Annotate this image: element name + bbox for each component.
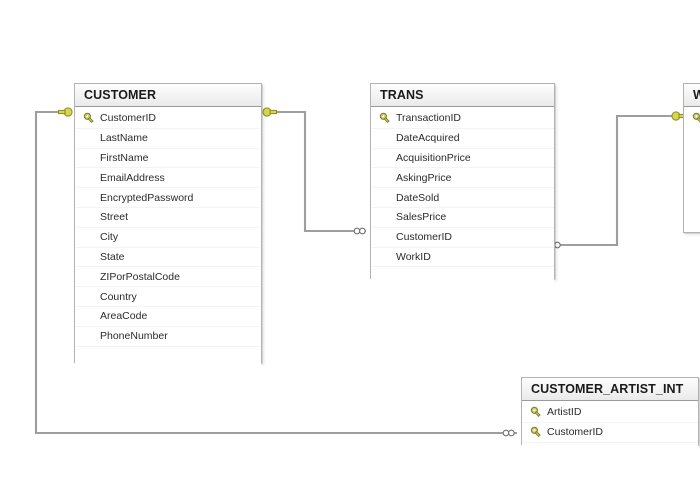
field-row[interactable]: FirstName (75, 149, 261, 169)
relationship-trans-work[interactable] (548, 111, 686, 249)
key-spacer (83, 250, 96, 263)
field-row[interactable]: CustomerID (371, 228, 554, 248)
primary-key-icon (692, 112, 700, 123)
key-spacer (379, 250, 392, 263)
field-row[interactable]: EncryptedPassword (75, 188, 261, 208)
field-name: WorkID (396, 250, 431, 263)
key-spacer (379, 151, 392, 164)
primary-key-icon (83, 112, 94, 123)
field-row[interactable] (684, 109, 700, 128)
field-row[interactable]: ZIPorPostalCode (75, 267, 261, 288)
field-name: LastName (100, 132, 148, 145)
field-row[interactable]: Country (75, 287, 261, 307)
field-row[interactable]: ArtistID (522, 403, 698, 423)
field-row[interactable]: Street (75, 208, 261, 228)
field-row[interactable]: CustomerID (522, 423, 698, 443)
key-spacer (379, 191, 392, 204)
entity-field-list: CustomerID LastName FirstName EmailAddre… (75, 107, 261, 375)
primary-key-icon (530, 426, 541, 437)
key-spacer (379, 211, 392, 224)
field-name: CustomerID (100, 112, 157, 125)
field-name: State (100, 250, 125, 263)
field-name: EmailAddress (100, 171, 165, 184)
entity-field-list: ArtistID CustomerID (522, 401, 698, 451)
field-row[interactable]: AcquisitionPrice (371, 149, 554, 169)
field-name: Country (100, 290, 137, 303)
entity-table-customer-artist-int[interactable]: CUSTOMER_ARTIST_INT ArtistID CustomerID (521, 377, 699, 451)
key-spacer (83, 151, 96, 164)
primary-key-icon (530, 406, 541, 417)
field-row[interactable]: DateAcquired (371, 129, 554, 149)
field-name: PhoneNumber (100, 330, 168, 343)
field-name: AcquisitionPrice (396, 151, 471, 164)
field-name: CustomerID (547, 426, 604, 439)
key-spacer (83, 231, 96, 244)
key-spacer (83, 330, 96, 343)
relationship-customer-customerartistint[interactable] (34, 107, 517, 437)
key-spacer (379, 231, 392, 244)
key-spacer (83, 270, 96, 283)
field-name: DateSold (396, 191, 440, 204)
primary-key-icon (379, 112, 390, 123)
field-name: Street (100, 211, 129, 224)
entity-table-title: CUSTOMER (75, 84, 261, 107)
field-row[interactable]: WorkID (371, 248, 554, 268)
field-row[interactable]: State (75, 248, 261, 268)
entity-table-title: W (684, 84, 700, 107)
field-row[interactable]: LastName (75, 129, 261, 149)
field-name: FirstName (100, 151, 149, 164)
field-row[interactable]: DateSold (371, 188, 554, 208)
field-row[interactable]: TransactionID (371, 109, 554, 129)
entity-field-list: TransactionID DateAcquired AcquisitionPr… (371, 107, 554, 294)
entity-table-work[interactable]: W (683, 83, 700, 233)
table-empty-space (371, 267, 554, 294)
field-row[interactable]: EmailAddress (75, 168, 261, 189)
field-row[interactable]: City (75, 228, 261, 248)
key-spacer (83, 211, 96, 224)
relationship-customer-trans[interactable] (262, 107, 366, 235)
field-row[interactable]: AskingPrice (371, 168, 554, 189)
entity-table-trans[interactable]: TRANS TransactionID DateAcquired Acquisi… (370, 83, 555, 294)
field-name: TransactionID (396, 112, 461, 125)
field-name: AskingPrice (396, 171, 452, 184)
field-row[interactable]: SalesPrice (371, 208, 554, 228)
field-name: ZIPorPostalCode (100, 270, 180, 283)
field-name: SalesPrice (396, 211, 447, 224)
key-spacer (83, 310, 96, 323)
key-spacer (379, 171, 392, 184)
entity-table-customer[interactable]: CUSTOMER CustomerID LastName FirstName (74, 83, 262, 375)
field-row[interactable]: CustomerID (75, 109, 261, 129)
field-row[interactable]: AreaCode (75, 307, 261, 327)
field-name: City (100, 231, 119, 244)
key-spacer (379, 132, 392, 145)
field-name: CustomerID (396, 231, 453, 244)
key-spacer (83, 132, 96, 145)
field-name: AreaCode (100, 310, 148, 323)
entity-table-title: TRANS (371, 84, 554, 107)
field-row[interactable]: PhoneNumber (75, 327, 261, 347)
table-empty-space (522, 442, 698, 451)
field-name: EncryptedPassword (100, 191, 194, 204)
key-spacer (83, 290, 96, 303)
key-spacer (83, 191, 96, 204)
field-name: ArtistID (547, 406, 582, 419)
entity-table-title: CUSTOMER_ARTIST_INT (522, 378, 698, 401)
table-empty-space (75, 346, 261, 375)
key-spacer (83, 171, 96, 184)
field-name: DateAcquired (396, 132, 460, 145)
entity-field-list (684, 107, 700, 128)
